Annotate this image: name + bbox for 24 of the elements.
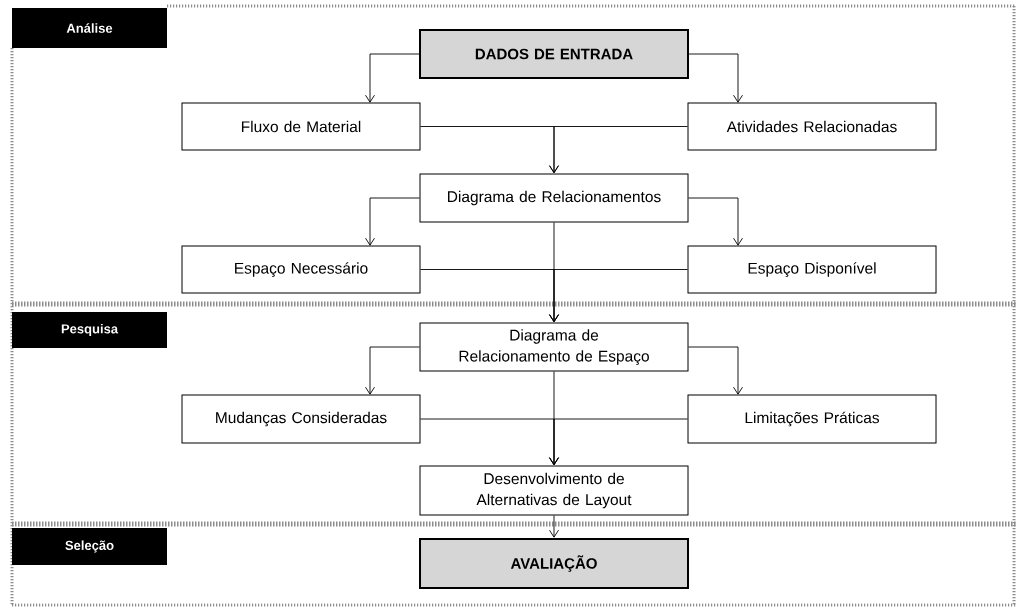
arrow (549, 418, 688, 466)
stage-box: AVALIAÇÃO (419, 538, 689, 589)
arrow (549, 126, 688, 174)
arrow (688, 346, 743, 395)
phase-label: Pesquisa (12, 312, 167, 348)
arrow (688, 197, 743, 246)
arrow (549, 269, 688, 323)
stage-box: DADOS DE ENTRADA (419, 29, 689, 79)
phase-label: Análise (12, 8, 167, 48)
phase-label: Seleção (12, 528, 167, 565)
process-box: Atividades Relacionadas (687, 102, 937, 151)
process-box: Desenvolvimento de Alternativas de Layout (419, 465, 689, 516)
process-box: Mudanças Consideradas (181, 394, 421, 444)
arrow (549, 515, 559, 538)
process-box: Diagrama de Relacionamentos (419, 173, 689, 223)
process-box: Limitações Práticas (687, 394, 937, 444)
process-box: Fluxo de Material (181, 102, 421, 151)
process-box: Diagrama de Relacionamento de Espaço (419, 322, 689, 372)
arrow (365, 53, 420, 103)
arrow (365, 346, 420, 395)
process-box: Espaço Disponível (687, 245, 937, 294)
arrow (365, 197, 420, 246)
arrow (688, 53, 743, 103)
process-box: Espaço Necessário (181, 245, 421, 294)
